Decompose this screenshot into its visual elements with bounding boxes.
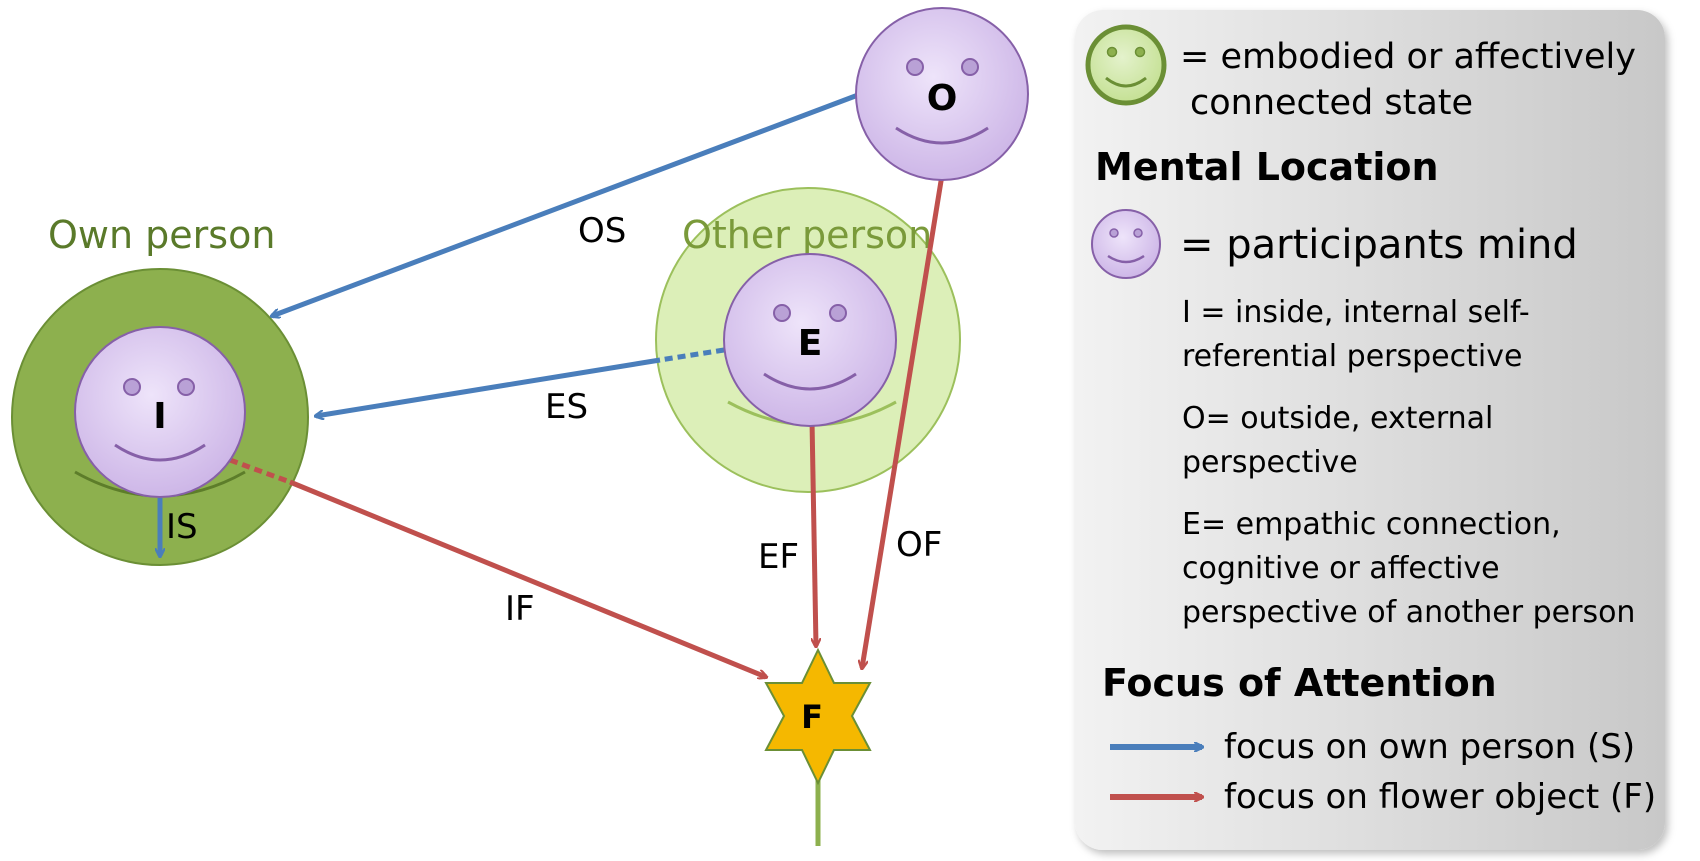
eye-icon: [961, 58, 979, 76]
legend-focus-title: Focus of Attention: [1102, 661, 1497, 705]
legend-o-line1: O= outside, external: [1182, 401, 1493, 436]
smile-icon: [763, 372, 857, 391]
legend-focus-flower: focus on flower object (F): [1224, 777, 1656, 817]
smile-icon: [895, 126, 989, 145]
embodied-face-icon: [1085, 24, 1167, 106]
eye-icon: [906, 58, 924, 76]
face-i: I: [74, 326, 246, 498]
legend-embodied-line2: connected state: [1190, 83, 1473, 123]
edge-label-ef: EF: [758, 537, 799, 577]
legend-e-line3: perspective of another person: [1182, 595, 1635, 630]
legend-panel: = embodied or affectively connected stat…: [1075, 10, 1665, 850]
legend-e-line2: cognitive or affective: [1182, 551, 1500, 586]
edge-label-of: OF: [896, 525, 942, 565]
face-e: E: [723, 253, 897, 427]
eye-icon: [829, 304, 847, 322]
edge-label-os: OS: [578, 211, 626, 251]
edge-label-es: ES: [545, 387, 588, 427]
legend-embodied-line1: = embodied or affectively: [1180, 37, 1636, 77]
legend-mental-location-title: Mental Location: [1095, 145, 1439, 189]
legend-i-line1: I = inside, internal self-: [1182, 295, 1530, 330]
legend-e-line1: E= empathic connection,: [1182, 507, 1561, 542]
other-person-label: Other person: [682, 213, 932, 257]
smile-icon: [114, 443, 206, 462]
eye-icon: [123, 378, 141, 396]
es-arrow: [316, 357, 661, 416]
legend-i-line2: referential perspective: [1182, 339, 1522, 374]
legend-o-line2: perspective: [1182, 445, 1358, 480]
of-arrow: [862, 174, 945, 668]
node-o-label: O: [927, 78, 958, 119]
participant-face-icon: [1091, 209, 1161, 279]
eye-icon: [773, 304, 791, 322]
ef-arrow: [809, 419, 816, 646]
flower-star: F: [764, 647, 872, 786]
face-o: O: [855, 7, 1029, 181]
node-e-label: E: [798, 323, 823, 364]
legend-participants-mind: = participants mind: [1180, 222, 1578, 268]
edge-label-is: IS: [166, 507, 198, 547]
node-f-label: F: [801, 698, 823, 736]
if-arrow-dashed: [229, 457, 291, 485]
if-arrow: [289, 479, 766, 677]
node-i-label: I: [153, 396, 166, 437]
os-arrow: [272, 92, 859, 316]
eye-icon: [177, 378, 195, 396]
edge-label-if: IF: [505, 589, 535, 629]
legend-focus-own: focus on own person (S): [1224, 727, 1635, 767]
es-arrow-dashed: [659, 347, 725, 363]
own-person-label: Own person: [48, 213, 275, 257]
